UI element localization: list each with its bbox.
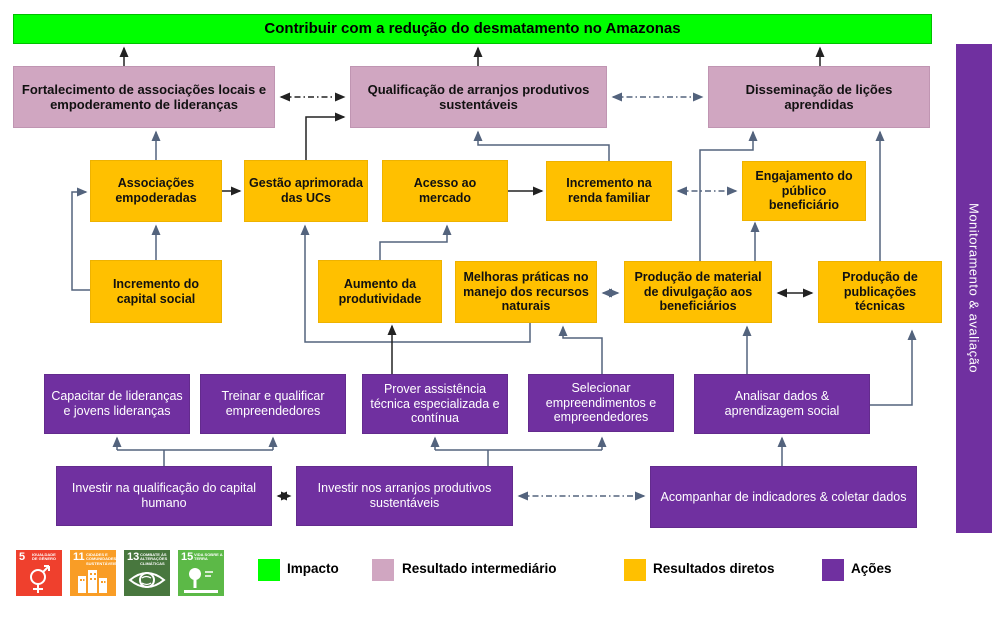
node-gestao-aprimorada-ucs: Gestão aprimorada das UCs bbox=[244, 160, 368, 222]
legend-impact-label: Impacto bbox=[287, 561, 339, 576]
legend-impact-swatch bbox=[258, 559, 280, 581]
node-fortalecimento-associacoes: Fortalecimento de associações locais e e… bbox=[13, 66, 275, 128]
node-prover-assistencia-tecnica: Prover assistência técnica especializada… bbox=[362, 374, 508, 434]
legend-intermediate-label: Resultado intermediário bbox=[402, 561, 557, 576]
node-engajamento-publico: Engajamento do público beneficiário bbox=[742, 161, 866, 221]
sdg-5-caption: IGUALDADE DE GÊNERO bbox=[32, 552, 57, 562]
node-associacoes-empoderadas: Associações empoderadas bbox=[90, 160, 222, 222]
sdg-11-number: 11 bbox=[73, 551, 85, 563]
legend-direct-swatch bbox=[624, 559, 646, 581]
monitoring-evaluation-label: Monitoramento & avaliação bbox=[966, 203, 982, 374]
node-acompanhar-indicadores: Acompanhar de indicadores & coletar dado… bbox=[650, 466, 917, 528]
life-on-land-icon bbox=[184, 568, 218, 593]
sdg-15-badge: 15 VIDA SOBRE A TERRA bbox=[178, 550, 224, 596]
sdg-15-number: 15 bbox=[181, 551, 194, 563]
sdg-5-badge: 5 IGUALDADE DE GÊNERO bbox=[16, 550, 62, 596]
impact-banner: Contribuir com a redução do desmatamento… bbox=[13, 14, 932, 44]
monitoring-evaluation-bar: Monitoramento & avaliação bbox=[956, 44, 992, 533]
sdg-11-badge: 11 CIDADES E COMUNIDADES SUSTENTÁVEIS bbox=[70, 550, 116, 596]
node-disseminacao-licoes: Disseminação de lições aprendidas bbox=[708, 66, 930, 128]
node-analisar-dados: Analisar dados & aprendizagem social bbox=[694, 374, 870, 434]
node-treinar-empreendedores: Treinar e qualificar empreendedores bbox=[200, 374, 346, 434]
sdg-13-number: 13 bbox=[127, 551, 140, 563]
node-capacitar-liderancas: Capacitar de lideranças e jovens lideran… bbox=[44, 374, 190, 434]
node-incremento-renda-familiar: Incremento na renda familiar bbox=[546, 161, 672, 221]
node-aumento-produtividade: Aumento da produtividade bbox=[318, 260, 442, 323]
sdg-13-caption: COMBATE ÀS ALTERAÇÕES CLIMÁTICAS bbox=[140, 552, 168, 566]
node-melhoras-praticas-manejo: Melhoras práticas no manejo dos recursos… bbox=[455, 261, 597, 323]
sustainable-cities-icon bbox=[78, 570, 107, 593]
sdg-5-number: 5 bbox=[19, 551, 26, 563]
legend-actions-swatch bbox=[822, 559, 844, 581]
legend-direct-label: Resultados diretos bbox=[653, 561, 775, 576]
legend-actions-label: Ações bbox=[851, 561, 892, 576]
sdg-15-caption: VIDA SOBRE A TERRA bbox=[194, 552, 223, 562]
node-producao-publicacoes: Produção de publicações técnicas bbox=[818, 261, 942, 323]
node-selecionar-empreendimentos: Selecionar empreendimentos e empreendedo… bbox=[528, 374, 674, 432]
node-investir-capital-humano: Investir na qualificação do capital huma… bbox=[56, 466, 272, 526]
gender-equality-icon bbox=[30, 565, 50, 593]
node-producao-material-divulgacao: Produção de material de divulgação aos b… bbox=[624, 261, 772, 323]
node-incremento-capital-social: Incremento do capital social bbox=[90, 260, 222, 323]
legend-intermediate-swatch bbox=[372, 559, 394, 581]
climate-action-icon bbox=[128, 572, 166, 588]
node-qualificacao-arranjos: Qualificação de arranjos produtivos sust… bbox=[350, 66, 607, 128]
node-investir-arranjos: Investir nos arranjos produtivos sustent… bbox=[296, 466, 513, 526]
sdg-11-caption: CIDADES E COMUNIDADES SUSTENTÁVEIS bbox=[86, 552, 116, 566]
node-acesso-ao-mercado: Acesso ao mercado bbox=[382, 160, 508, 222]
sdg-13-badge: 13 COMBATE ÀS ALTERAÇÕES CLIMÁTICAS bbox=[124, 550, 170, 596]
